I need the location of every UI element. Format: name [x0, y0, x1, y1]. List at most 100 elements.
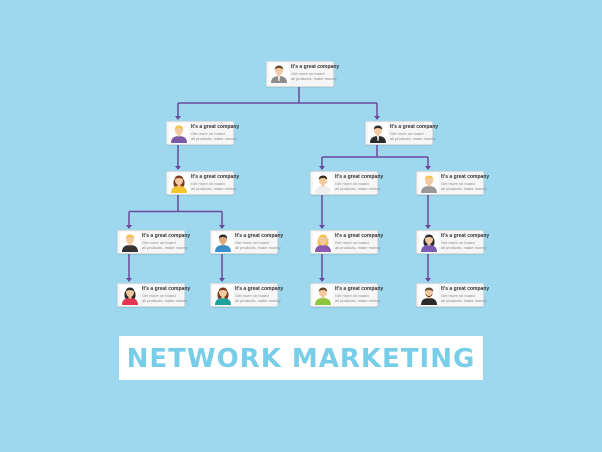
node-line3: all products, make money [335, 186, 381, 191]
blonde-man-purple-shirt-avatar-icon [169, 123, 189, 143]
node-line1: It's a great company [441, 174, 490, 180]
node-line3: all products, make money [142, 298, 188, 303]
businessman-gray-suit-avatar-icon [269, 63, 289, 83]
connector-arrow [126, 278, 132, 282]
man-green-shirt-avatar-icon [313, 285, 333, 305]
node-line3: all products, make money [441, 298, 487, 303]
connector-arrow [175, 116, 181, 120]
blonde-woman-purple-top-avatar-icon [313, 232, 333, 252]
node-line3: all products, make money [291, 76, 337, 81]
man-white-shirt-avatar-icon [313, 173, 333, 193]
node-line1: It's a great company [441, 233, 490, 239]
connector-arrow [425, 225, 431, 229]
node-line3: all products, make money [235, 245, 281, 250]
node-line2: Get more on board [335, 181, 369, 186]
woman-purple-top-avatar-icon [419, 232, 439, 252]
man-beard-glasses-black-shirt-avatar-icon [419, 285, 439, 305]
node-line1: It's a great company [235, 286, 284, 292]
node-line3: all products, make money [142, 245, 188, 250]
blonde-man-black-shirt-avatar-icon [120, 232, 140, 252]
connector-arrow [219, 278, 225, 282]
node-line2: Get more on board [335, 293, 369, 298]
connector-arrow [374, 116, 380, 120]
node-line1: It's a great company [441, 286, 490, 292]
node-line2: Get more on board [191, 131, 225, 136]
node-line2: Get more on board [441, 293, 475, 298]
woman-red-top-avatar-icon [120, 285, 140, 305]
node-line2: Get more on board [191, 181, 225, 186]
connector-arrow [126, 225, 132, 229]
connector-arrow [425, 278, 431, 282]
node-line2: Get more on board [235, 293, 269, 298]
woman-yellow-top-avatar-icon [169, 173, 189, 193]
node-line1: It's a great company [335, 286, 384, 292]
node-line2: Get more on board [441, 181, 475, 186]
node-line2: Get more on board [291, 71, 325, 76]
blonde-man-gray-shirt-avatar-icon [419, 173, 439, 193]
title-banner: NETWORK MARKETING [119, 336, 483, 380]
man-blue-shirt-avatar-icon [213, 232, 233, 252]
connector-arrow [219, 225, 225, 229]
connector-arrow [319, 166, 325, 170]
node-line1: It's a great company [335, 174, 384, 180]
node-line3: all products, make money [335, 298, 381, 303]
node-line2: Get more on board [142, 240, 176, 245]
connector-arrow [319, 278, 325, 282]
node-line3: all products, make money [235, 298, 281, 303]
node-line3: all products, make money [441, 245, 487, 250]
node-line1: It's a great company [390, 124, 439, 130]
node-line2: Get more on board [142, 293, 176, 298]
node-line2: Get more on board [235, 240, 269, 245]
title-text: NETWORK MARKETING [126, 344, 476, 374]
node-line3: all products, make money [390, 136, 436, 141]
node-line1: It's a great company [142, 286, 191, 292]
node-line1: It's a great company [142, 233, 191, 239]
node-line1: It's a great company [191, 124, 240, 130]
woman-teal-top-avatar-icon [213, 285, 233, 305]
node-line3: all products, make money [191, 186, 237, 191]
node-line3: all products, make money [441, 186, 487, 191]
node-line3: all products, make money [335, 245, 381, 250]
node-line1: It's a great company [235, 233, 284, 239]
connector-arrow [175, 166, 181, 170]
connector-arrow [319, 225, 325, 229]
node-line1: It's a great company [335, 233, 384, 239]
man-black-suit-bowtie-avatar-icon [368, 123, 388, 143]
node-line1: It's a great company [191, 174, 240, 180]
node-line3: all products, make money [191, 136, 237, 141]
connector-arrow [425, 166, 431, 170]
node-line2: Get more on board [441, 240, 475, 245]
node-line2: Get more on board [390, 131, 424, 136]
node-line1: It's a great company [291, 64, 340, 70]
node-line2: Get more on board [335, 240, 369, 245]
